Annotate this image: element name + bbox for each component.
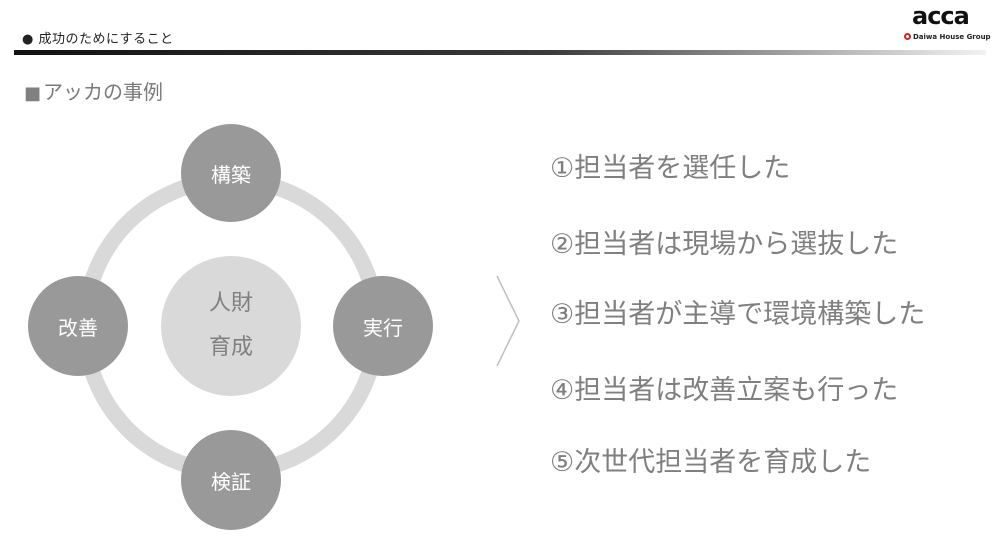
company-logo: acca Daiwa House Group: [896, 2, 991, 48]
step-item-2: ②担当者は現場から選抜した: [550, 229, 899, 260]
center-label-line1: 人財: [208, 291, 253, 316]
step-item-5: ⑤次世代担当者を育成した: [550, 447, 872, 478]
center-label-line2: 育成: [208, 335, 253, 360]
node-label-improve: 改善: [58, 315, 98, 340]
cycle-node-execute: 実行: [333, 276, 433, 376]
cycle-node-build: 構築: [181, 124, 281, 222]
node-label-execute: 実行: [363, 315, 403, 340]
logo-group-name: Daiwa House Group: [904, 33, 991, 41]
daiwa-mark-icon: [904, 33, 911, 40]
section-title-text: アッカの事例: [43, 80, 164, 104]
cycle-node-improve: 改善: [28, 276, 128, 376]
step-item-4: ④担当者は改善立案も行った: [550, 375, 899, 406]
square-bullet-icon: ■: [24, 83, 42, 104]
node-label-verify: 検証: [211, 469, 251, 494]
slide-header-title: ● 成功のためにすること: [22, 32, 174, 47]
logo-group-text: Daiwa House Group: [913, 33, 991, 41]
cycle-node-verify: 検証: [181, 430, 281, 530]
header-divider-bar: [14, 50, 986, 55]
logo-wordmark: acca: [912, 2, 970, 30]
node-label-build: 構築: [211, 162, 251, 187]
chevron-arrow-icon: [496, 275, 520, 367]
step-item-1: ①担当者を選任した: [550, 153, 791, 184]
step-item-3: ③担当者が主導で環境構築した: [550, 299, 926, 330]
cycle-center-circle: 人財 育成: [161, 256, 301, 396]
section-title: ■アッカの事例: [24, 76, 163, 105]
